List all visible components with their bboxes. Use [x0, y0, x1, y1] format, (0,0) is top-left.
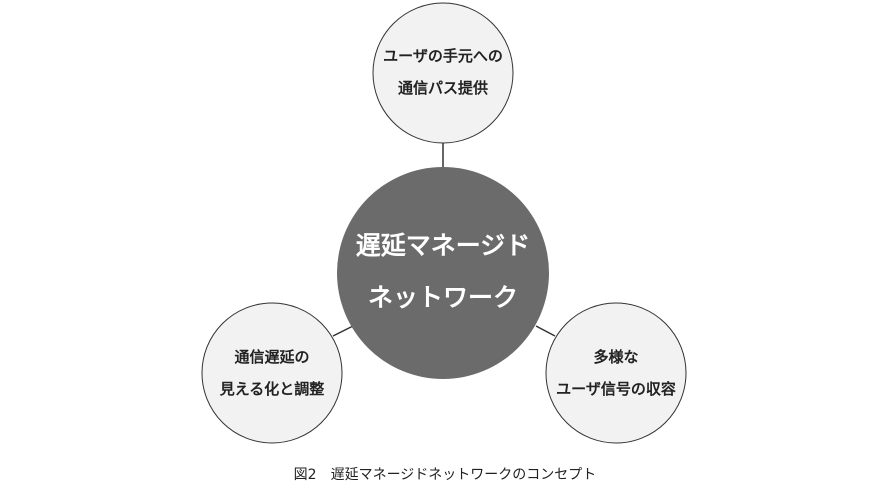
- concept-diagram: [201, 2, 687, 444]
- node-label-top: ユーザの手元への 通信パス提供: [383, 40, 503, 104]
- connector-left: [332, 325, 354, 337]
- node-circle-top: [372, 2, 514, 144]
- center-label-line-2: ネットワーク: [367, 283, 519, 312]
- center-label: 遅延マネージド ネットワーク: [356, 220, 531, 324]
- node-label-right: 多様な ユーザ信号の収容: [556, 341, 676, 405]
- node-left-line-2: 見える化と調整: [219, 380, 325, 398]
- center-circle: [337, 167, 549, 379]
- node-right-line-2: ユーザ信号の収容: [556, 380, 676, 398]
- connector-right: [535, 325, 556, 337]
- node-circle-right: [545, 302, 687, 444]
- center-label-line-1: 遅延マネージド: [355, 231, 531, 260]
- node-left-line-1: 通信遅延の: [234, 348, 310, 366]
- node-top-line-2: 通信パス提供: [397, 79, 489, 97]
- node-top-line-1: ユーザの手元への: [383, 47, 503, 65]
- figure-caption: 図2 遅延マネージドネットワークのコンセプト: [293, 467, 597, 483]
- node-right-line-1: 多様な: [593, 348, 639, 366]
- node-label-left: 通信遅延の 見える化と調整: [220, 341, 325, 405]
- node-circle-left: [201, 302, 343, 444]
